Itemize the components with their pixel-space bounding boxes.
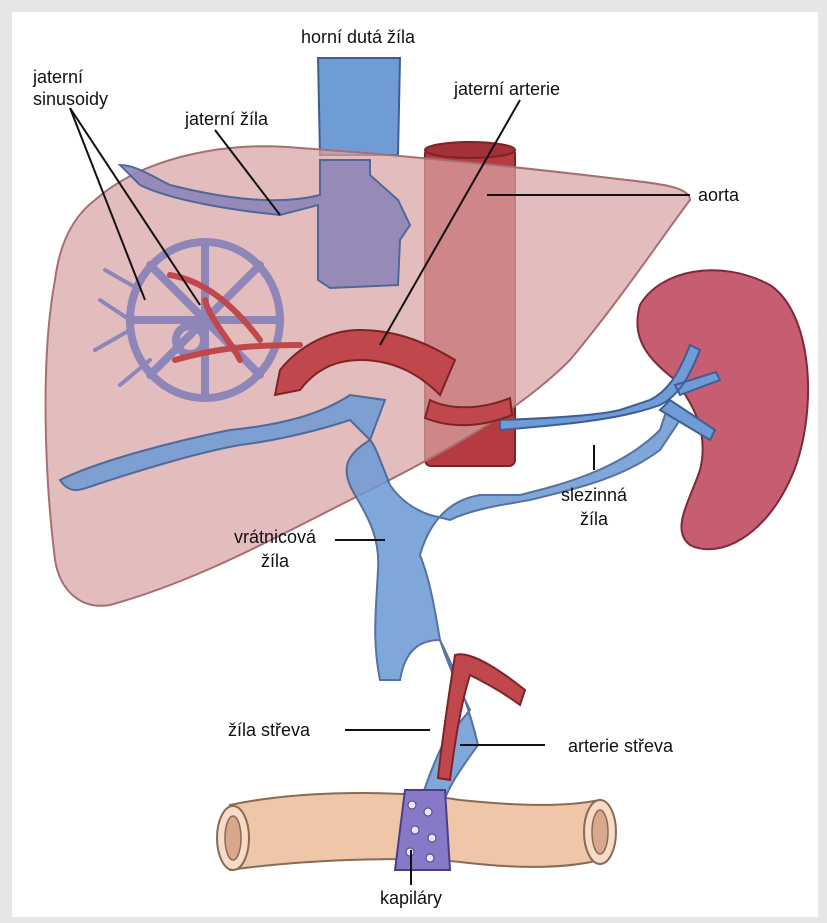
label-intestinal-vein: žíla střeva bbox=[228, 719, 310, 741]
label-capillaries: kapiláry bbox=[350, 887, 472, 909]
label-portal-vein-line1: vrátnicová bbox=[220, 526, 330, 548]
label-hepatic-vein: jaterní žíla bbox=[185, 108, 268, 130]
label-splenic-vein-line1: slezinná bbox=[536, 484, 652, 506]
capillary-bed bbox=[395, 790, 450, 870]
label-portal-vein-line2: žíla bbox=[220, 550, 330, 572]
label-aorta: aorta bbox=[698, 184, 739, 206]
label-intestinal-artery: arterie střeva bbox=[568, 735, 673, 757]
label-sinusoids-line2: sinusoidy bbox=[33, 88, 108, 110]
intestinal-artery bbox=[438, 654, 525, 780]
label-hepatic-artery: jaterní arterie bbox=[454, 78, 560, 100]
label-vena-cava: horní dutá žíla bbox=[278, 26, 438, 48]
vena-cava-top bbox=[318, 58, 400, 155]
label-sinusoids-line1: jaterní bbox=[33, 66, 83, 88]
label-splenic-vein-line2: žíla bbox=[536, 508, 652, 530]
